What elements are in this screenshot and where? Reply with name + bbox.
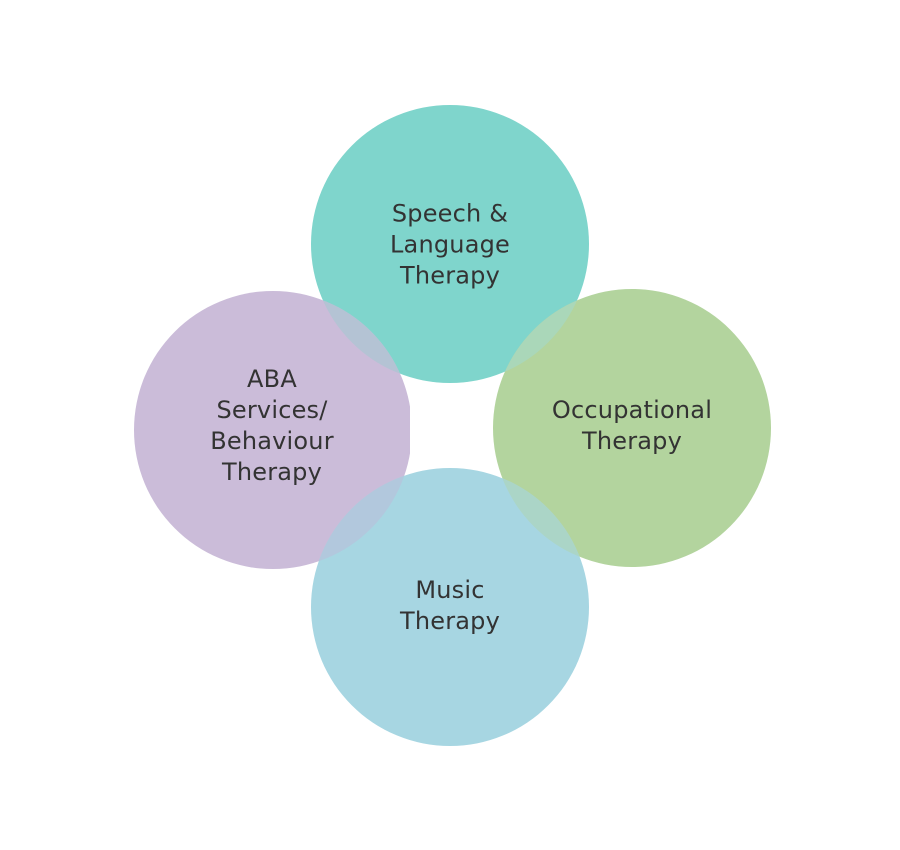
circle-aba-behaviour-therapy [134, 291, 412, 569]
label-aba-behaviour-therapy: ABA Services/ Behaviour Therapy [210, 364, 334, 488]
label-line: Services/ [216, 396, 328, 424]
circle-occupational-therapy [493, 289, 771, 567]
label-line: Therapy [221, 458, 323, 486]
label-music-therapy: Music Therapy [400, 575, 500, 637]
label-line: Occupational [551, 396, 713, 424]
label-occupational-therapy: Occupational Therapy [552, 395, 712, 457]
label-line: Therapy [399, 261, 501, 290]
label-line: Music [415, 576, 485, 604]
label-line: Language [389, 230, 511, 259]
label-line: Therapy [399, 607, 501, 635]
label-line: Behaviour [210, 427, 334, 455]
label-line: ABA [247, 365, 297, 393]
circle-speech-language-therapy [311, 105, 589, 383]
center-square [410, 384, 492, 467]
label-line: Speech & [391, 199, 509, 228]
circle-music-therapy [311, 468, 589, 746]
label-line: Therapy [581, 427, 683, 455]
label-speech-language-therapy: Speech & Language Therapy [390, 199, 510, 292]
